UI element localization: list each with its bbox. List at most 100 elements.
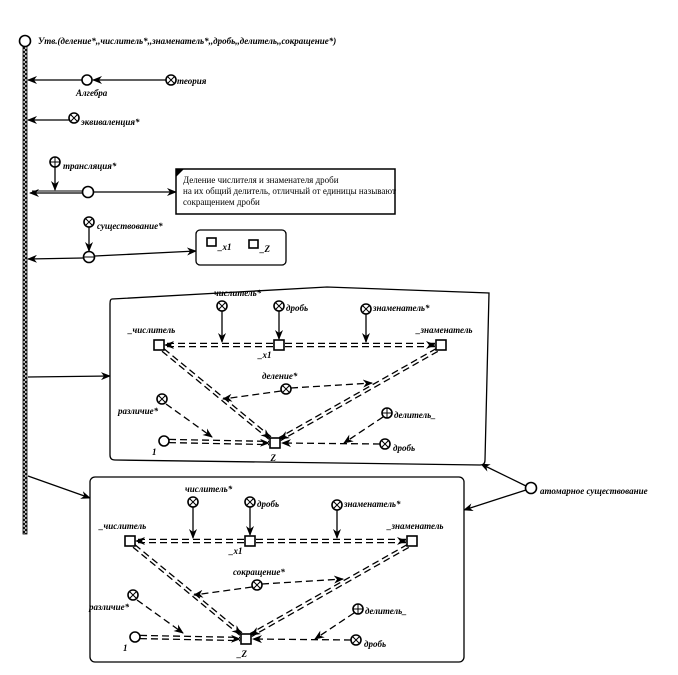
razlichie-label: различие* <box>88 602 130 612</box>
chislitel-var-node[interactable] <box>153 339 165 351</box>
chislitel-relation-label: числитель* <box>214 288 262 298</box>
translation-target-node[interactable] <box>81 185 95 199</box>
note-line-3: сокращением дроби <box>183 197 260 207</box>
znamenatel-var-node[interactable] <box>406 535 418 547</box>
root-node[interactable] <box>18 34 32 48</box>
statement-box-reduction <box>89 476 465 663</box>
pair-znamenatel-z <box>251 546 410 637</box>
translation-node[interactable] <box>49 156 61 168</box>
z-var-node[interactable] <box>240 633 252 645</box>
pair-chislitel-z <box>132 546 241 636</box>
pair-chislitel-z <box>134 544 243 634</box>
arrow-existence-bus <box>27 254 84 263</box>
znamenatel-relation-label: знаменатель* <box>372 303 430 313</box>
pair-one-z <box>139 637 240 642</box>
chislitel-relation-node[interactable] <box>187 496 199 508</box>
one-node[interactable] <box>129 631 141 643</box>
delitel-node[interactable] <box>381 407 393 419</box>
arrow-bus-box2 <box>27 475 91 499</box>
pair-znamenatel-z <box>278 348 437 439</box>
drob-node[interactable] <box>244 496 256 508</box>
operation-node[interactable] <box>280 383 292 395</box>
chislitel-relation-node[interactable] <box>216 300 228 312</box>
atomic-existence-label: атомарное существование <box>540 486 648 496</box>
arrow-delitel <box>314 612 355 640</box>
razlichie-node[interactable] <box>127 589 139 601</box>
teoria-label: теория <box>177 76 207 86</box>
znamenatel-relation-node[interactable] <box>331 499 343 511</box>
arrow-op-right <box>261 575 344 585</box>
pair-one-z <box>169 438 270 443</box>
arrow-delitel <box>343 416 384 444</box>
teoria-node[interactable] <box>165 74 177 86</box>
var-z-node[interactable] <box>248 239 259 249</box>
z-var-label: _Z <box>265 453 277 463</box>
chislitel-var-label: _числитель <box>127 325 175 335</box>
pair-znamenatel-z <box>249 544 408 635</box>
drob-label: дробь <box>257 499 279 509</box>
arrow-atomic-box2 <box>463 489 527 512</box>
x1-var-node[interactable] <box>244 535 256 547</box>
root-label: Утв.(деление*,,числитель*,,знаменатель*,… <box>38 36 336 46</box>
arrow-razlichie <box>165 403 213 438</box>
z-var-node[interactable] <box>269 437 281 449</box>
existence-label: существование* <box>97 221 163 231</box>
x1-var-node[interactable] <box>273 339 285 351</box>
arrow-op-left <box>222 390 282 402</box>
x1-var-label: _x1 <box>257 350 272 360</box>
one-node[interactable] <box>158 435 170 447</box>
equivalence-node[interactable] <box>68 112 80 124</box>
operation-node[interactable] <box>251 579 263 591</box>
pair-znamenatel-z <box>280 350 439 441</box>
delitel-label: делитель_ <box>394 410 436 420</box>
chislitel-relation-label: числитель* <box>185 484 233 494</box>
chislitel-var-node[interactable] <box>124 535 136 547</box>
arrow-drob2-z <box>252 635 352 644</box>
var-x1-label: _x1 <box>217 242 232 252</box>
drob2-label: дробь <box>364 639 386 649</box>
note-line-1: Деление числителя и знаменателя дроби <box>183 175 339 185</box>
operation-label: деление* <box>262 371 298 381</box>
one-label: 1 <box>123 643 128 653</box>
arrow-drob2-z <box>281 439 381 448</box>
drob2-node[interactable] <box>350 634 362 646</box>
razlichie-label: различие* <box>117 406 159 416</box>
chislitel-var-label: _числитель <box>98 521 146 531</box>
razlichie-node[interactable] <box>156 393 168 405</box>
var-z-label: _Z <box>259 244 271 254</box>
znamenatel-relation-node[interactable] <box>360 303 372 315</box>
var-x1-node[interactable] <box>206 237 217 247</box>
znamenatel-var-label: _знаменатель <box>386 521 444 531</box>
pair-one-z <box>168 441 269 446</box>
pair-one-z <box>140 634 241 639</box>
algebra-label: Алгебра <box>75 88 108 98</box>
main-bus-line <box>22 45 28 535</box>
drob-label: дробь <box>286 303 308 313</box>
translation-label: трансляция* <box>63 161 117 171</box>
existence-target-node[interactable] <box>82 250 96 264</box>
operation-label: сокращение* <box>233 567 285 577</box>
drob-node[interactable] <box>273 300 285 312</box>
vars-box: _x1 _Z <box>195 229 287 266</box>
equivalence-label: эквиваленция* <box>80 117 140 127</box>
pair-chislitel-z <box>161 350 270 440</box>
algebra-node[interactable] <box>81 74 93 86</box>
znamenatel-relation-label: знаменатель* <box>343 499 401 509</box>
drob2-node[interactable] <box>379 438 391 450</box>
znamenatel-var-label: _знаменатель <box>415 325 473 335</box>
arrow-bus-box1 <box>27 372 111 381</box>
statement-box-division <box>109 286 490 466</box>
delitel-node[interactable] <box>352 603 364 615</box>
x1-var-label: _x1 <box>228 546 243 556</box>
arrow-op-left <box>193 586 253 598</box>
delitel-label: делитель_ <box>365 606 407 616</box>
atomic-existence-node[interactable] <box>524 481 538 495</box>
pair-chislitel-z <box>163 348 272 438</box>
arrow-to-vars-box <box>94 247 197 257</box>
existence-node[interactable] <box>83 216 95 228</box>
znamenatel-var-node[interactable] <box>435 339 447 351</box>
arrow-razlichie <box>136 599 184 634</box>
drob2-label: дробь <box>393 443 415 453</box>
one-label: 1 <box>152 447 157 457</box>
